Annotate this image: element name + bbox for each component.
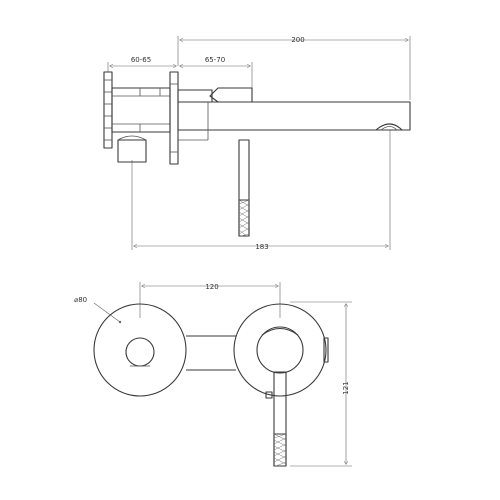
label-spout-reach: 183 — [255, 243, 268, 251]
front-view: 120 121 ⌀80 — [74, 282, 352, 467]
label-total-depth: 200 — [291, 36, 304, 44]
label-wall-depth: 60-65 — [131, 56, 151, 64]
front-handle-lever — [273, 371, 287, 467]
wall-cover-plate — [169, 71, 179, 165]
handle-hub — [256, 326, 304, 374]
handle-lever — [238, 139, 250, 237]
label-diameter: ⌀80 — [74, 296, 87, 304]
label-height: 121 — [342, 381, 350, 394]
handle-knurled-grip — [238, 199, 250, 237]
spout — [177, 101, 411, 131]
side-view: 200 60-65 65-70 183 — [103, 36, 411, 251]
label-center-distance: 120 — [205, 283, 218, 291]
side-boss — [323, 337, 329, 363]
mounting-plate — [103, 71, 113, 149]
label-cover-depth: 65-70 — [205, 56, 225, 64]
left-inlet-cap — [125, 337, 155, 367]
bottom-boss — [265, 391, 273, 399]
left-rosette — [93, 303, 187, 397]
spout-aerator — [375, 123, 403, 131]
cartridge-housing — [177, 89, 213, 103]
lower-cylinder — [117, 139, 147, 163]
concealed-body — [111, 87, 171, 133]
right-rosette — [233, 303, 327, 397]
